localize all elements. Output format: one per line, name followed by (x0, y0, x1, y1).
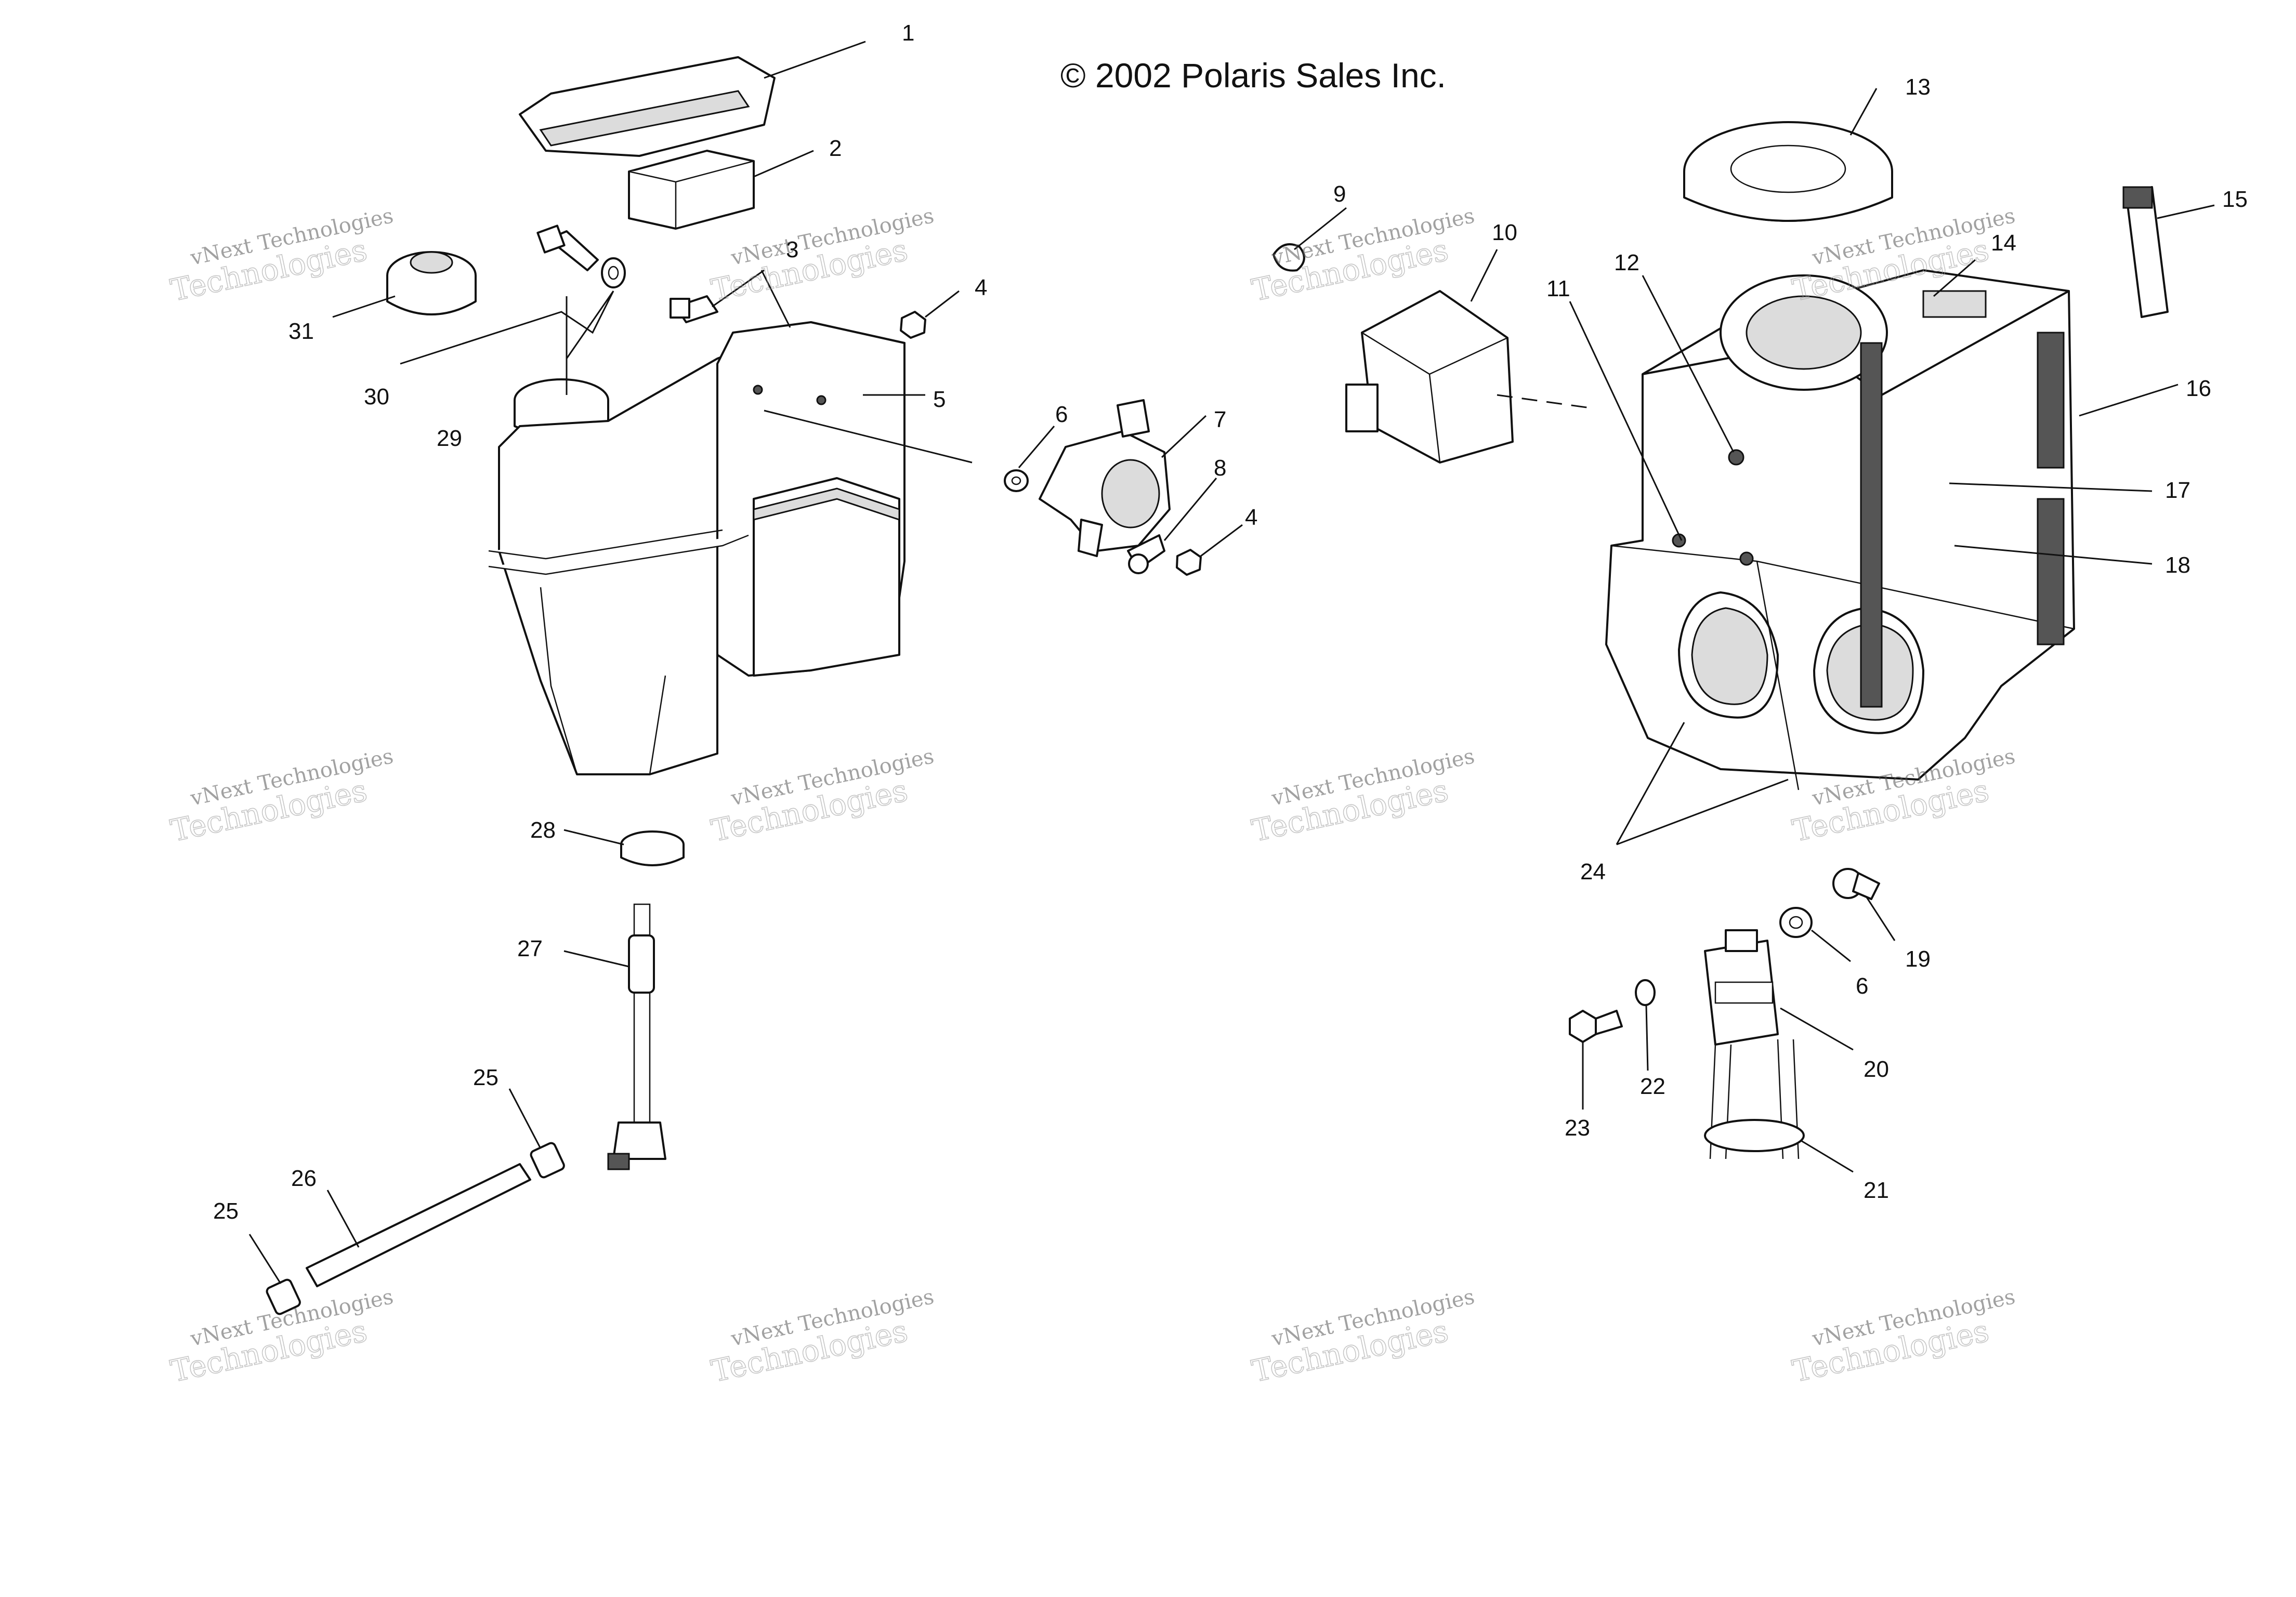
part-27-oil-level-sensor (607, 903, 666, 1170)
callout-14: 14 (1991, 230, 2016, 256)
callout-15: 15 (2222, 187, 2248, 212)
callout-28: 28 (530, 817, 556, 843)
callout-9: 9 (1333, 181, 1346, 207)
part-23-bolt (1569, 1010, 1623, 1043)
callout-12: 12 (1614, 250, 1639, 275)
part-13-foam-ring (1683, 121, 1893, 222)
part-7-oil-pump (1039, 399, 1171, 557)
part-21-coil-bracket (1704, 1039, 1805, 1159)
callout-8: 8 (1214, 455, 1226, 481)
callout-16: 16 (2186, 376, 2211, 401)
callout-6b: 6 (1856, 973, 1868, 999)
part-30-bolt (536, 225, 599, 271)
part-31-filler-cap (386, 251, 477, 315)
part-6-grommet-pump (1004, 469, 1029, 492)
callout-21: 21 (1864, 1178, 1889, 1203)
part-4-nut-pump (1176, 549, 1202, 576)
part-9-clip (1272, 243, 1305, 272)
callout-26: 26 (291, 1166, 317, 1191)
callout-4b: 4 (1245, 505, 1257, 530)
callout-17: 17 (2165, 478, 2190, 503)
part-19-screw (1832, 868, 1880, 900)
callout-24: 24 (1580, 859, 1606, 885)
part-2-foam-block (628, 150, 755, 230)
part-25-clamp-lower (266, 1278, 301, 1315)
part-20-ignition-coil (1704, 929, 1779, 1046)
part-28-grommet (620, 830, 685, 866)
callout-25a: 25 (473, 1065, 498, 1090)
callout-6a: 6 (1055, 402, 1068, 427)
part-6-grommet-airbox (1779, 907, 1813, 938)
callout-10: 10 (1492, 220, 1517, 245)
callout-5: 5 (933, 387, 946, 412)
callout-4a: 4 (975, 275, 987, 300)
callout-31: 31 (288, 319, 314, 344)
oil-tank-assembly (266, 56, 1202, 1315)
callout-19: 19 (1905, 946, 1931, 972)
callout-1: 1 (902, 20, 914, 46)
airbox-body (1605, 269, 2075, 790)
callout-22: 22 (1640, 1074, 1665, 1099)
callout-3: 3 (786, 237, 798, 262)
part-29-washer (601, 257, 626, 288)
part-10-electronic-module (1345, 290, 1514, 464)
part-4-nut-upper (900, 311, 926, 339)
leader-lines (248, 41, 2215, 1284)
part-25-clamp-upper (530, 1142, 565, 1179)
callout-13: 13 (1905, 74, 1931, 100)
callout-23: 23 (1565, 1115, 1590, 1141)
callout-18: 18 (2165, 552, 2190, 578)
part-26-hose (306, 1163, 531, 1287)
part-5-oil-tank (488, 321, 906, 775)
copyright-text: © 2002 Polaris Sales Inc. (1060, 56, 1446, 95)
part-3-bolt (670, 295, 718, 323)
part-1-tank-cover (519, 56, 776, 157)
part-15-clip (2122, 186, 2169, 318)
callout-27: 27 (517, 936, 543, 961)
callout-labels: 1 2 3 4 5 6 7 8 4 9 10 11 12 13 14 15 16… (213, 20, 2248, 1224)
part-22-washer (1635, 979, 1656, 1006)
callout-7: 7 (1214, 407, 1226, 432)
part-8-clamp-pump (1127, 534, 1165, 574)
callout-11: 11 (1546, 276, 1570, 301)
callout-30: 30 (364, 384, 389, 410)
airbox-assembly (1272, 121, 2169, 1159)
callout-2: 2 (829, 136, 842, 161)
callout-29: 29 (437, 426, 462, 451)
callout-20: 20 (1864, 1057, 1889, 1082)
callout-25b: 25 (213, 1198, 239, 1224)
